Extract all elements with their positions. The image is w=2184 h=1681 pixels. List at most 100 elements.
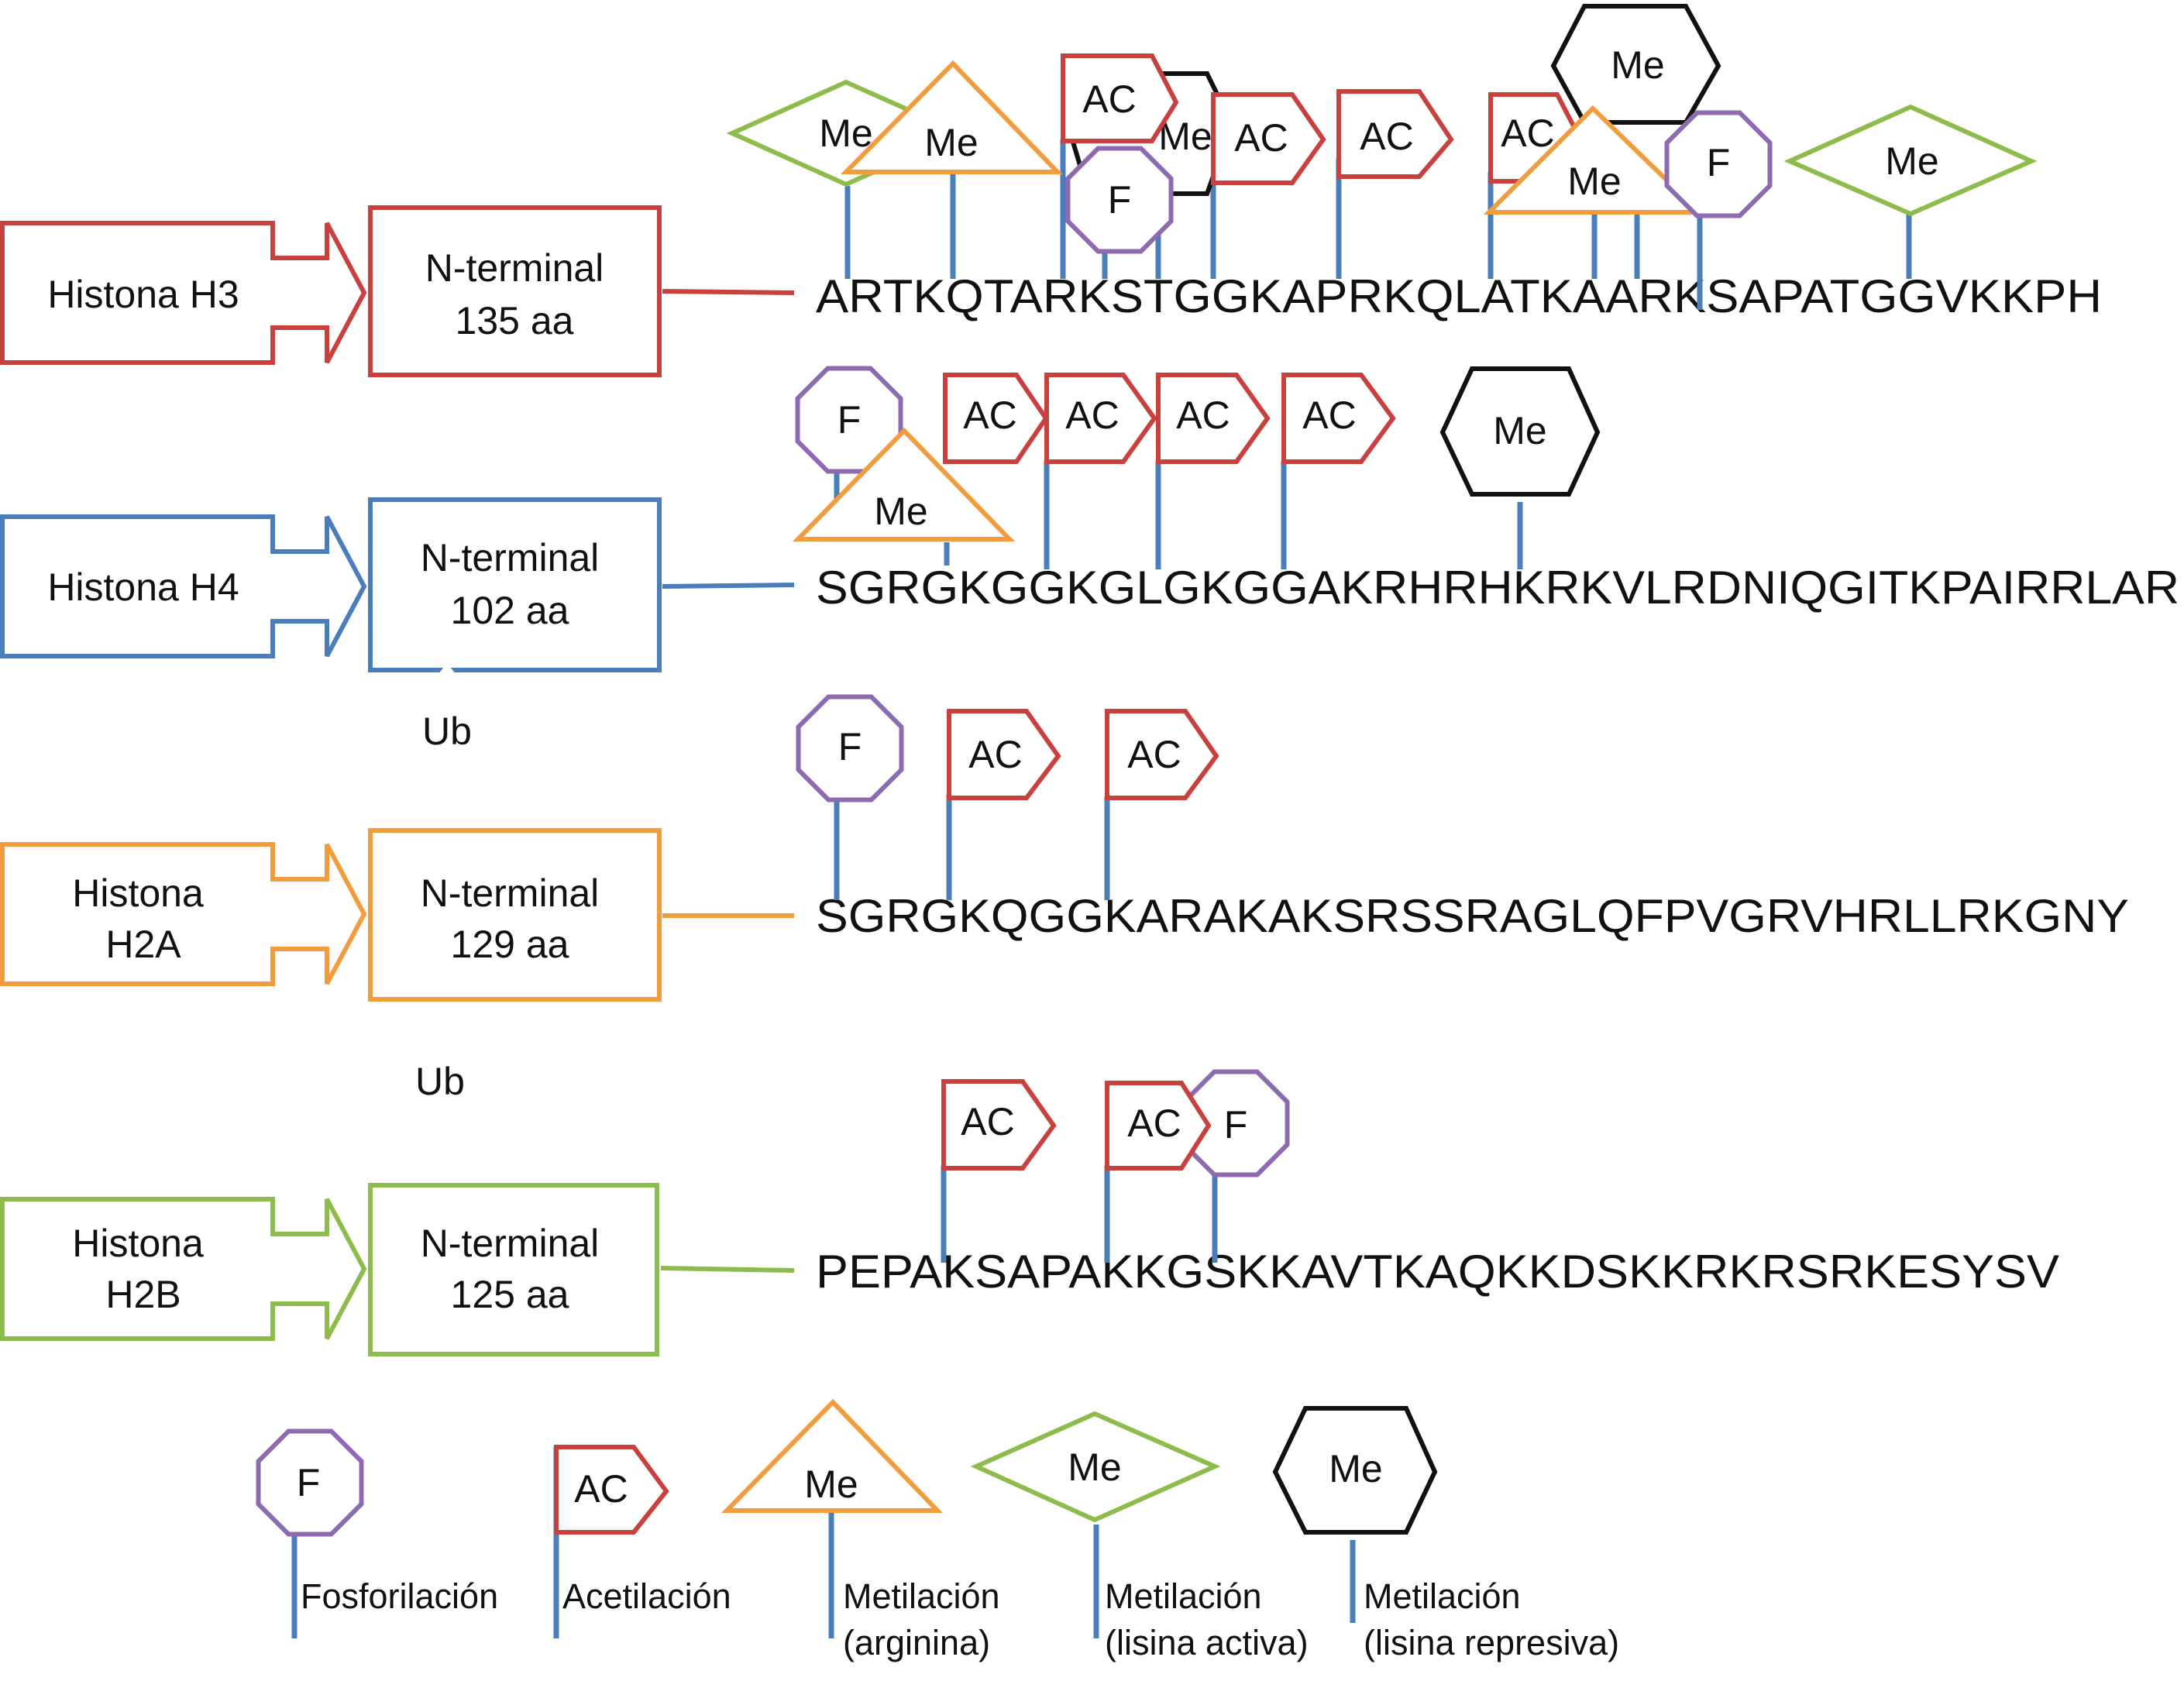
connector-line-h3: [662, 289, 795, 295]
modification-marks-h2b: AC F AC: [941, 1069, 1290, 1177]
legend-label-methyl-arginine-2: (arginina): [843, 1623, 990, 1662]
acetyl-marker: AC: [1105, 709, 1219, 800]
sequence-h3: ARTKQTARKSTGGKAPRKQLATKAARKSAPATGGVKKPH: [816, 270, 2102, 322]
svg-text:AC: AC: [1127, 1102, 1181, 1145]
legend-item-phospho: F Fosforilación: [256, 1428, 498, 1638]
legend-item-methyl-active: Me Metilación (lisina activa): [970, 1411, 1309, 1662]
modification-marks-h4: F Me AC AC AC AC Me: [792, 366, 1601, 541]
svg-text:Me: Me: [924, 121, 978, 164]
phospho-marker: F: [795, 366, 903, 474]
acetyl-marker: AC: [947, 709, 1061, 800]
sequence-h4: SGRGKGGKGLGKGGAKRHRHKRKVLRDNIQGITKPAIRRL…: [816, 562, 2179, 614]
sequence-h2b: PEPAKSAPAKKGSKKAVTKAQKKDSKKRKRSRKESYSV: [816, 1246, 2059, 1298]
histone-row-h2a: Histona H2A N-terminal 129 aa SGRGKQGGKA…: [0, 828, 2129, 1002]
svg-text:Me: Me: [1329, 1447, 1382, 1490]
n-terminal-box-h4: [368, 497, 662, 672]
methyl-repressive-legend-icon: [1272, 1406, 1438, 1535]
legend-label-phospho: Fosforilación: [301, 1576, 498, 1616]
svg-text:Me: Me: [1567, 160, 1621, 203]
methyl-active-legend-icon: [970, 1411, 1221, 1523]
svg-text:AC: AC: [968, 733, 1022, 776]
histone-arrow-h4: [0, 514, 367, 658]
histone-row-h3: Histona H3 N-terminal 135 aa ARTKQTARKST…: [0, 205, 2102, 377]
methyl-arginine-marker: Me: [1483, 105, 1706, 215]
acetyl-marker: AC: [943, 373, 1049, 464]
phospho-marker: F: [1664, 110, 1773, 218]
n-terminal-box-h2a: [368, 828, 662, 1002]
svg-text:AC: AC: [961, 1100, 1014, 1143]
legend-label-methyl-repressive-2: (lisina represiva): [1364, 1623, 1619, 1662]
ubiquitin-mark-h4: Ub: [377, 663, 517, 803]
svg-text:AC: AC: [1065, 394, 1119, 437]
svg-text:Me: Me: [874, 490, 927, 533]
n-terminal-label-h4: N-terminal: [421, 536, 600, 579]
svg-text:F: F: [1707, 141, 1731, 184]
svg-text:Me: Me: [1611, 43, 1664, 87]
histone-arrow-h2b: [0, 1197, 367, 1341]
n-terminal-label-h3: N-terminal: [425, 246, 604, 290]
svg-text:F: F: [1224, 1103, 1248, 1146]
legend-label-methyl-active-1: Metilación: [1105, 1576, 1262, 1616]
acetyl-marker: AC: [1336, 89, 1454, 179]
n-terminal-length-h2a: 129 aa: [451, 923, 569, 966]
acetyl-marker: AC: [1105, 1081, 1212, 1171]
svg-text:F: F: [297, 1461, 321, 1504]
svg-text:AC: AC: [1127, 733, 1181, 776]
connector-line-h4: [662, 583, 795, 589]
histone-row-h4: Histona H4 N-terminal 102 aa SGRGKGGKGLG…: [0, 497, 2179, 672]
legend-item-methyl-arginine: Me Metilación (arginina): [721, 1398, 1000, 1662]
methyl-repressive-marker: Me: [1439, 366, 1601, 497]
n-terminal-label-h2a: N-terminal: [421, 871, 600, 915]
methyl-arginine-legend-icon: [721, 1398, 944, 1513]
ubiquitin-mark-h2b: Ub: [370, 1013, 510, 1153]
n-terminal-label-h2b: N-terminal: [421, 1222, 600, 1265]
methyl-arginine-marker: Me: [792, 427, 1016, 541]
legend: F Fosforilación AC Acetilación Me Metila…: [256, 1398, 1619, 1662]
acetyl-marker: AC: [1281, 373, 1396, 464]
svg-text:AC: AC: [1360, 115, 1413, 158]
svg-text:AC: AC: [1302, 394, 1356, 437]
acetyl-legend-icon: [554, 1445, 669, 1535]
acetyl-marker: AC: [1061, 53, 1179, 143]
sequence-h2a: SGRGKQGGKARAKAKSRSSRAGLQFPVGRVHRLLRKGNY: [816, 890, 2129, 942]
legend-item-acetyl: AC Acetilación: [553, 1445, 731, 1638]
histone-arrow-h2a: [0, 842, 367, 986]
histone-name-h3: Histona H3: [47, 273, 239, 316]
svg-text:AC: AC: [1176, 394, 1230, 437]
svg-text:Me: Me: [1068, 1446, 1121, 1489]
phospho-marker: F: [796, 694, 904, 803]
legend-label-methyl-arginine-1: Metilación: [843, 1576, 1000, 1616]
acetyl-marker: AC: [1044, 373, 1157, 464]
histone-arrow-h3: [0, 221, 367, 365]
acetyl-marker: AC: [1156, 373, 1271, 464]
n-terminal-length-h2b: 125 aa: [451, 1273, 569, 1316]
acetyl-marker: AC: [941, 1079, 1057, 1171]
legend-label-methyl-active-2: (lisina activa): [1105, 1623, 1309, 1662]
methyl-arginine-marker: Me: [840, 60, 1064, 174]
svg-text:AC: AC: [1082, 77, 1136, 121]
svg-text:AC: AC: [963, 394, 1016, 437]
svg-text:Me: Me: [819, 112, 872, 155]
svg-text:AC: AC: [1234, 116, 1288, 160]
histone-name-h2a-line1: Histona: [72, 871, 204, 915]
histone-name-h2b-line2: H2B: [105, 1273, 181, 1316]
svg-text:F: F: [838, 725, 862, 768]
phospho-legend-icon: [256, 1428, 364, 1537]
legend-item-methyl-repressive: Me Metilación (lisina represiva): [1272, 1406, 1619, 1662]
modification-marks-h2a: F AC AC: [796, 694, 1219, 803]
acetyl-marker: AC: [1211, 92, 1326, 185]
phospho-marker: F: [1065, 146, 1174, 254]
n-terminal-length-h4: 102 aa: [451, 589, 569, 632]
n-terminal-box-h2b: [368, 1183, 659, 1356]
histone-row-h2b: Histona H2B N-terminal 125 aa PEPAKSAPAK…: [0, 1183, 2059, 1356]
phospho-marker: F: [1181, 1069, 1290, 1177]
histone-name-h2b-line1: Histona: [72, 1222, 204, 1265]
svg-text:AC: AC: [574, 1467, 628, 1511]
n-terminal-length-h3: 135 aa: [456, 299, 574, 342]
svg-text:Me: Me: [1885, 139, 1938, 183]
legend-label-methyl-repressive-1: Metilación: [1364, 1576, 1521, 1616]
svg-text:F: F: [1108, 178, 1132, 222]
n-terminal-box-h3: [368, 205, 662, 377]
methyl-repressive-marker: Me: [1550, 4, 1721, 125]
